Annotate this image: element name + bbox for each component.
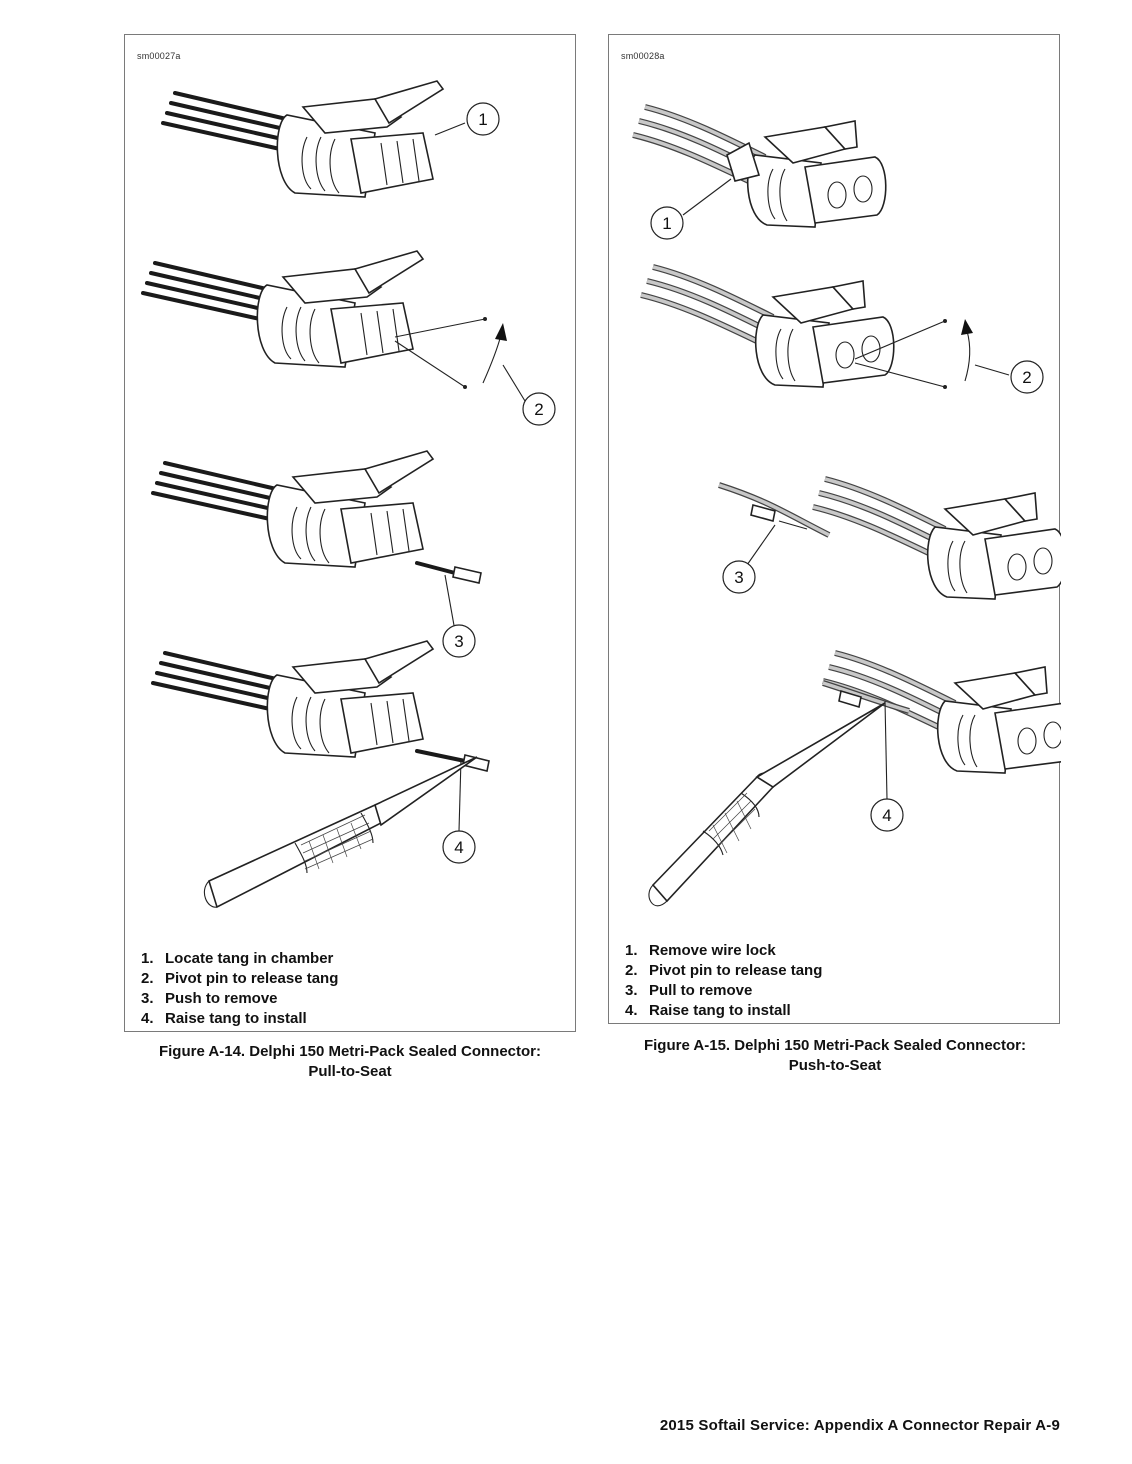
callout-2: 2 [522,392,556,426]
figure-caption: Figure A-14. Delphi 150 Metri-Pack Seale… [158,1043,542,1080]
legend-item: 2.Pivot pin to release tang [625,962,823,979]
callout-1: 1 [650,206,684,240]
svg-text:3: 3 [734,568,743,587]
svg-text:2: 2 [534,400,543,419]
page-footer: 2015 Softail Service: Appendix A Connect… [659,1417,1060,1434]
callout-4: 4 [442,830,476,864]
svg-text:1: 1 [662,214,671,233]
legend-item: 4.Raise tang to install [625,1002,791,1019]
legend-item: 2.Pivot pin to release tang [141,970,339,987]
connector-illustration-pull-to-seat: 1 2 3 [141,79,556,909]
connector-illustration-push-to-seat: 1 2 3 [609,35,1061,907]
legend-item: 1.Remove wire lock [625,942,776,959]
legend-item: 1.Locate tang in chamber [141,950,334,967]
legend-list: 1.Locate tang in chamber 2.Pivot pin to … [141,949,338,1029]
svg-text:2: 2 [1022,368,1031,387]
callout-3: 3 [442,624,476,658]
legend-item: 4.Raise tang to install [141,1010,307,1027]
callout-3: 3 [722,560,756,594]
figure-a14-panel: sm00027a [124,34,576,1032]
figure-a15-panel: sm00028a [608,34,1060,1024]
svg-text:4: 4 [454,838,463,857]
callout-2: 2 [1010,360,1044,394]
svg-text:1: 1 [478,110,487,129]
figure-caption: Figure A-15. Delphi 150 Metri-Pack Seale… [643,1037,1027,1074]
callout-1: 1 [466,102,500,136]
legend-item: 3.Pull to remove [625,982,753,999]
figure-id-label: sm00028a [621,51,665,61]
legend-item: 3.Push to remove [141,990,278,1007]
svg-text:4: 4 [882,806,891,825]
figure-id-label: sm00027a [137,51,181,61]
legend-list: 1.Remove wire lock 2.Pivot pin to releas… [625,941,822,1021]
callout-4: 4 [870,798,904,832]
svg-text:3: 3 [454,632,463,651]
